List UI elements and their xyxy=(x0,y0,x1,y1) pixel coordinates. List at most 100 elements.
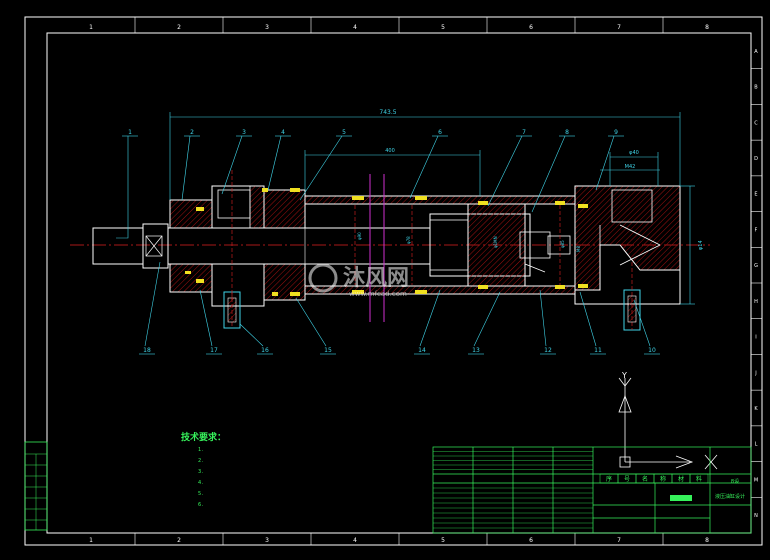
part-number-balloon: 14 xyxy=(418,347,426,354)
dim-rod: φ90 xyxy=(357,232,362,240)
rear-end-cap xyxy=(574,185,681,305)
front-gland xyxy=(169,185,306,307)
piston xyxy=(429,203,571,287)
dim-overall: 743.5 xyxy=(379,109,396,116)
border-number-top: 8 xyxy=(705,24,709,31)
tech-requirement-item: 4. xyxy=(198,480,204,486)
title-block-drawing-name: 液压油缸设计 xyxy=(715,493,745,500)
dimension-lines xyxy=(169,112,695,305)
watermark-logo-icon xyxy=(308,263,338,293)
dim-piston-2: φ85 xyxy=(560,240,565,248)
part-number-balloon: 10 xyxy=(648,347,656,354)
title-block-header-cell: 名 xyxy=(642,475,648,483)
watermark-brand: 沐风网 xyxy=(343,266,409,291)
dim-small-right: M8 xyxy=(576,246,581,252)
part-number-balloon: 16 xyxy=(261,347,269,354)
border-letter: I xyxy=(755,335,756,341)
dim-mid: φ78 xyxy=(406,236,411,244)
part-number-balloon: 6 xyxy=(438,129,442,136)
part-number-balloon: 3 xyxy=(242,129,246,136)
title-block xyxy=(432,446,752,534)
part-number-balloon: 1 xyxy=(128,129,132,136)
tech-requirement-item: 2. xyxy=(198,458,204,464)
hidden-lines xyxy=(231,170,561,300)
border-number-bottom: 3 xyxy=(265,537,269,544)
left-side-table xyxy=(24,441,48,531)
border-letter: A xyxy=(754,49,758,55)
part-number-balloon: 18 xyxy=(143,347,151,354)
tech-requirement-item: 5. xyxy=(198,491,204,497)
part-number-balloon: 12 xyxy=(544,347,552,354)
border-letter: D xyxy=(754,156,758,162)
border-number-bottom: 4 xyxy=(353,537,357,544)
oil-port-right xyxy=(623,262,641,331)
border-letter: L xyxy=(755,442,758,448)
border-letter: J xyxy=(754,370,756,376)
dim-right-1: φ40 xyxy=(629,150,639,156)
border-number-top: 7 xyxy=(617,24,621,31)
border-letter: G xyxy=(754,263,758,269)
break-lines xyxy=(369,174,385,322)
watermark: 沐风网 www.mfcad.com xyxy=(308,263,409,298)
part-number-balloon: 13 xyxy=(472,347,480,354)
border-number-bottom: 1 xyxy=(89,537,93,544)
border-letter: H xyxy=(754,299,758,305)
border-letter: M xyxy=(754,477,758,483)
view-axis-label: Y xyxy=(621,371,627,380)
tech-requirement-item: 1. xyxy=(198,447,204,453)
title-block-header-cell: 料 xyxy=(696,475,702,483)
title-block-header-cell: 材 xyxy=(678,475,684,483)
border-letter: N xyxy=(754,513,758,519)
title-block-mark: 8设 xyxy=(731,478,739,485)
view-axis-symbol xyxy=(618,377,718,470)
border-number-top: 6 xyxy=(529,24,533,31)
title-block-header-cells: 序号名称材料 xyxy=(599,473,709,484)
border-number-bottom: 5 xyxy=(441,537,445,544)
title-block-header-cell: 序 xyxy=(606,475,612,483)
title-block-header-cell: 称 xyxy=(660,475,666,483)
outer-frame xyxy=(24,16,763,546)
border-letter: F xyxy=(755,227,758,233)
part-number-balloon: 9 xyxy=(614,129,618,136)
title-block-rows xyxy=(433,451,593,529)
title-block-header-cell: 号 xyxy=(624,476,630,483)
border-number-bottom: 2 xyxy=(177,537,181,544)
part-number-balloon: 8 xyxy=(565,129,569,136)
border-number-top: 4 xyxy=(353,24,357,31)
border-number-bottom: 7 xyxy=(617,537,621,544)
watermark-url: www.mfcad.com xyxy=(349,290,407,298)
border-number-top: 5 xyxy=(441,24,445,31)
border-number-top: 3 xyxy=(265,24,269,31)
part-number-balloon: 7 xyxy=(522,129,526,136)
border-letter: E xyxy=(754,192,757,198)
tech-requirement-item: 3. xyxy=(198,469,204,475)
border-number-bottom: 8 xyxy=(705,537,709,544)
tech-requirements-title: 技术要求： xyxy=(181,433,227,443)
part-number-balloon: 17 xyxy=(210,347,218,354)
part-number-balloon: 2 xyxy=(190,129,194,136)
part-number-balloon: 11 xyxy=(594,347,602,354)
rod-end xyxy=(92,223,169,269)
seals xyxy=(185,188,588,296)
part-number-balloon: 4 xyxy=(281,129,285,136)
border-letter: B xyxy=(754,85,758,91)
title-block-fill xyxy=(670,495,692,501)
dim-right-end: φ14 xyxy=(698,240,704,250)
border-number-bottom: 6 xyxy=(529,537,533,544)
border-letter: K xyxy=(754,406,758,412)
border-zone-letters: A B C D E F G H I J K L M N xyxy=(751,49,762,519)
part-number-balloon: 5 xyxy=(342,129,346,136)
dim-bore-span: 400 xyxy=(385,148,395,154)
part-leaders xyxy=(116,135,660,355)
border-number-top: 1 xyxy=(89,24,93,31)
dim-right-2: M42 xyxy=(625,164,636,170)
dim-piston-1: φ1MN xyxy=(493,236,498,248)
part-number-balloon: 15 xyxy=(324,347,332,354)
border-number-top: 2 xyxy=(177,24,181,31)
tech-requirement-item: 6. xyxy=(198,502,204,508)
border-letter: C xyxy=(754,120,758,126)
